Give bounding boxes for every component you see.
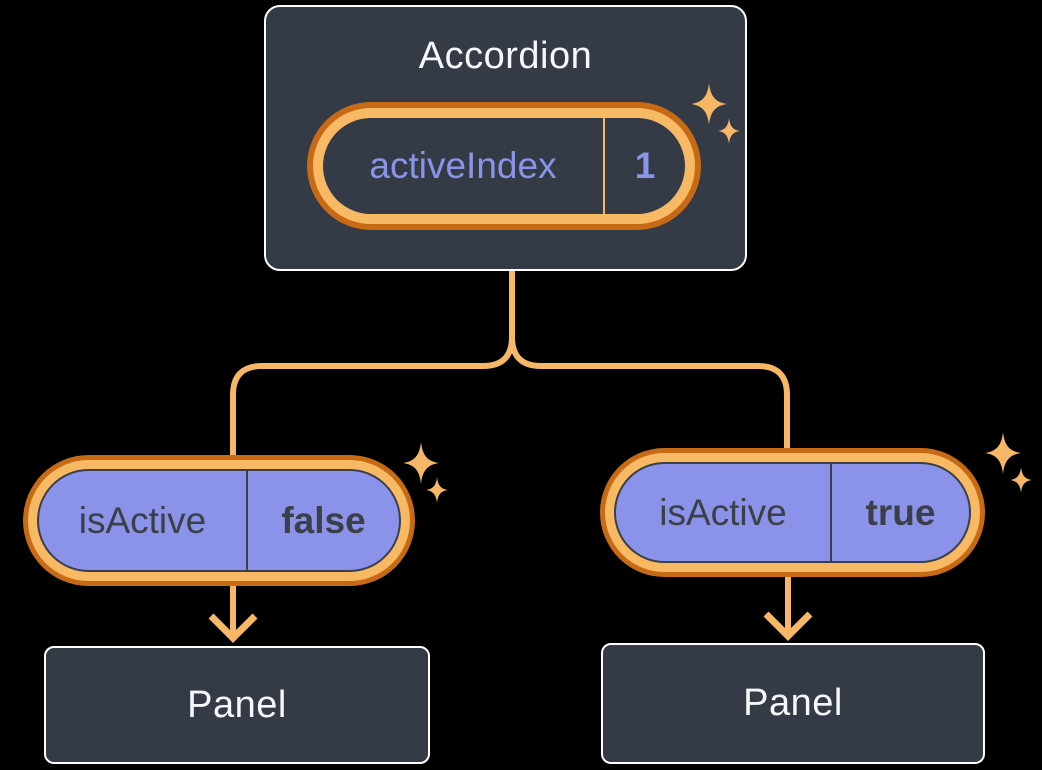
connector-trunk-right-branch xyxy=(509,270,790,455)
prop-value-label: true xyxy=(865,491,936,533)
sparkle-icon xyxy=(985,432,1021,474)
state-pill-ring: activeIndex 1 xyxy=(313,108,695,224)
state-pill-body: activeIndex 1 xyxy=(323,118,685,214)
connector-trunk-left-branch xyxy=(230,270,515,462)
state-value-label: 1 xyxy=(634,145,656,186)
panel-title: Panel xyxy=(187,683,287,726)
pill-divider xyxy=(830,464,832,561)
left-prop-pill-ring: isActive false xyxy=(28,460,410,581)
accordion-title: Accordion xyxy=(418,35,593,77)
left-arrow-head-icon xyxy=(208,613,258,643)
state-name-label: activeIndex xyxy=(369,145,557,186)
panel-title: Panel xyxy=(743,682,843,724)
prop-value-label: false xyxy=(281,499,366,541)
pill-divider xyxy=(246,471,248,570)
right-prop-pill-body: isActive true xyxy=(614,462,971,563)
sparkle-icon xyxy=(426,477,448,503)
left-prop-pill-body: isActive false xyxy=(37,469,401,572)
sparkle-icon xyxy=(403,442,439,484)
left-prop-pill: isActive false xyxy=(23,455,415,586)
right-arrow-head-icon xyxy=(763,611,813,641)
right-prop-pill-ring: isActive true xyxy=(605,453,980,572)
left-panel-box: Panel xyxy=(44,646,430,764)
sparkle-icon xyxy=(1010,467,1032,493)
prop-name-label: isActive xyxy=(78,499,207,541)
right-prop-pill: isActive true xyxy=(600,448,985,577)
prop-name-label: isActive xyxy=(659,491,787,533)
pill-divider xyxy=(603,118,605,214)
accordion-state-pill: activeIndex 1 xyxy=(307,102,701,230)
right-panel-box: Panel xyxy=(601,643,985,764)
